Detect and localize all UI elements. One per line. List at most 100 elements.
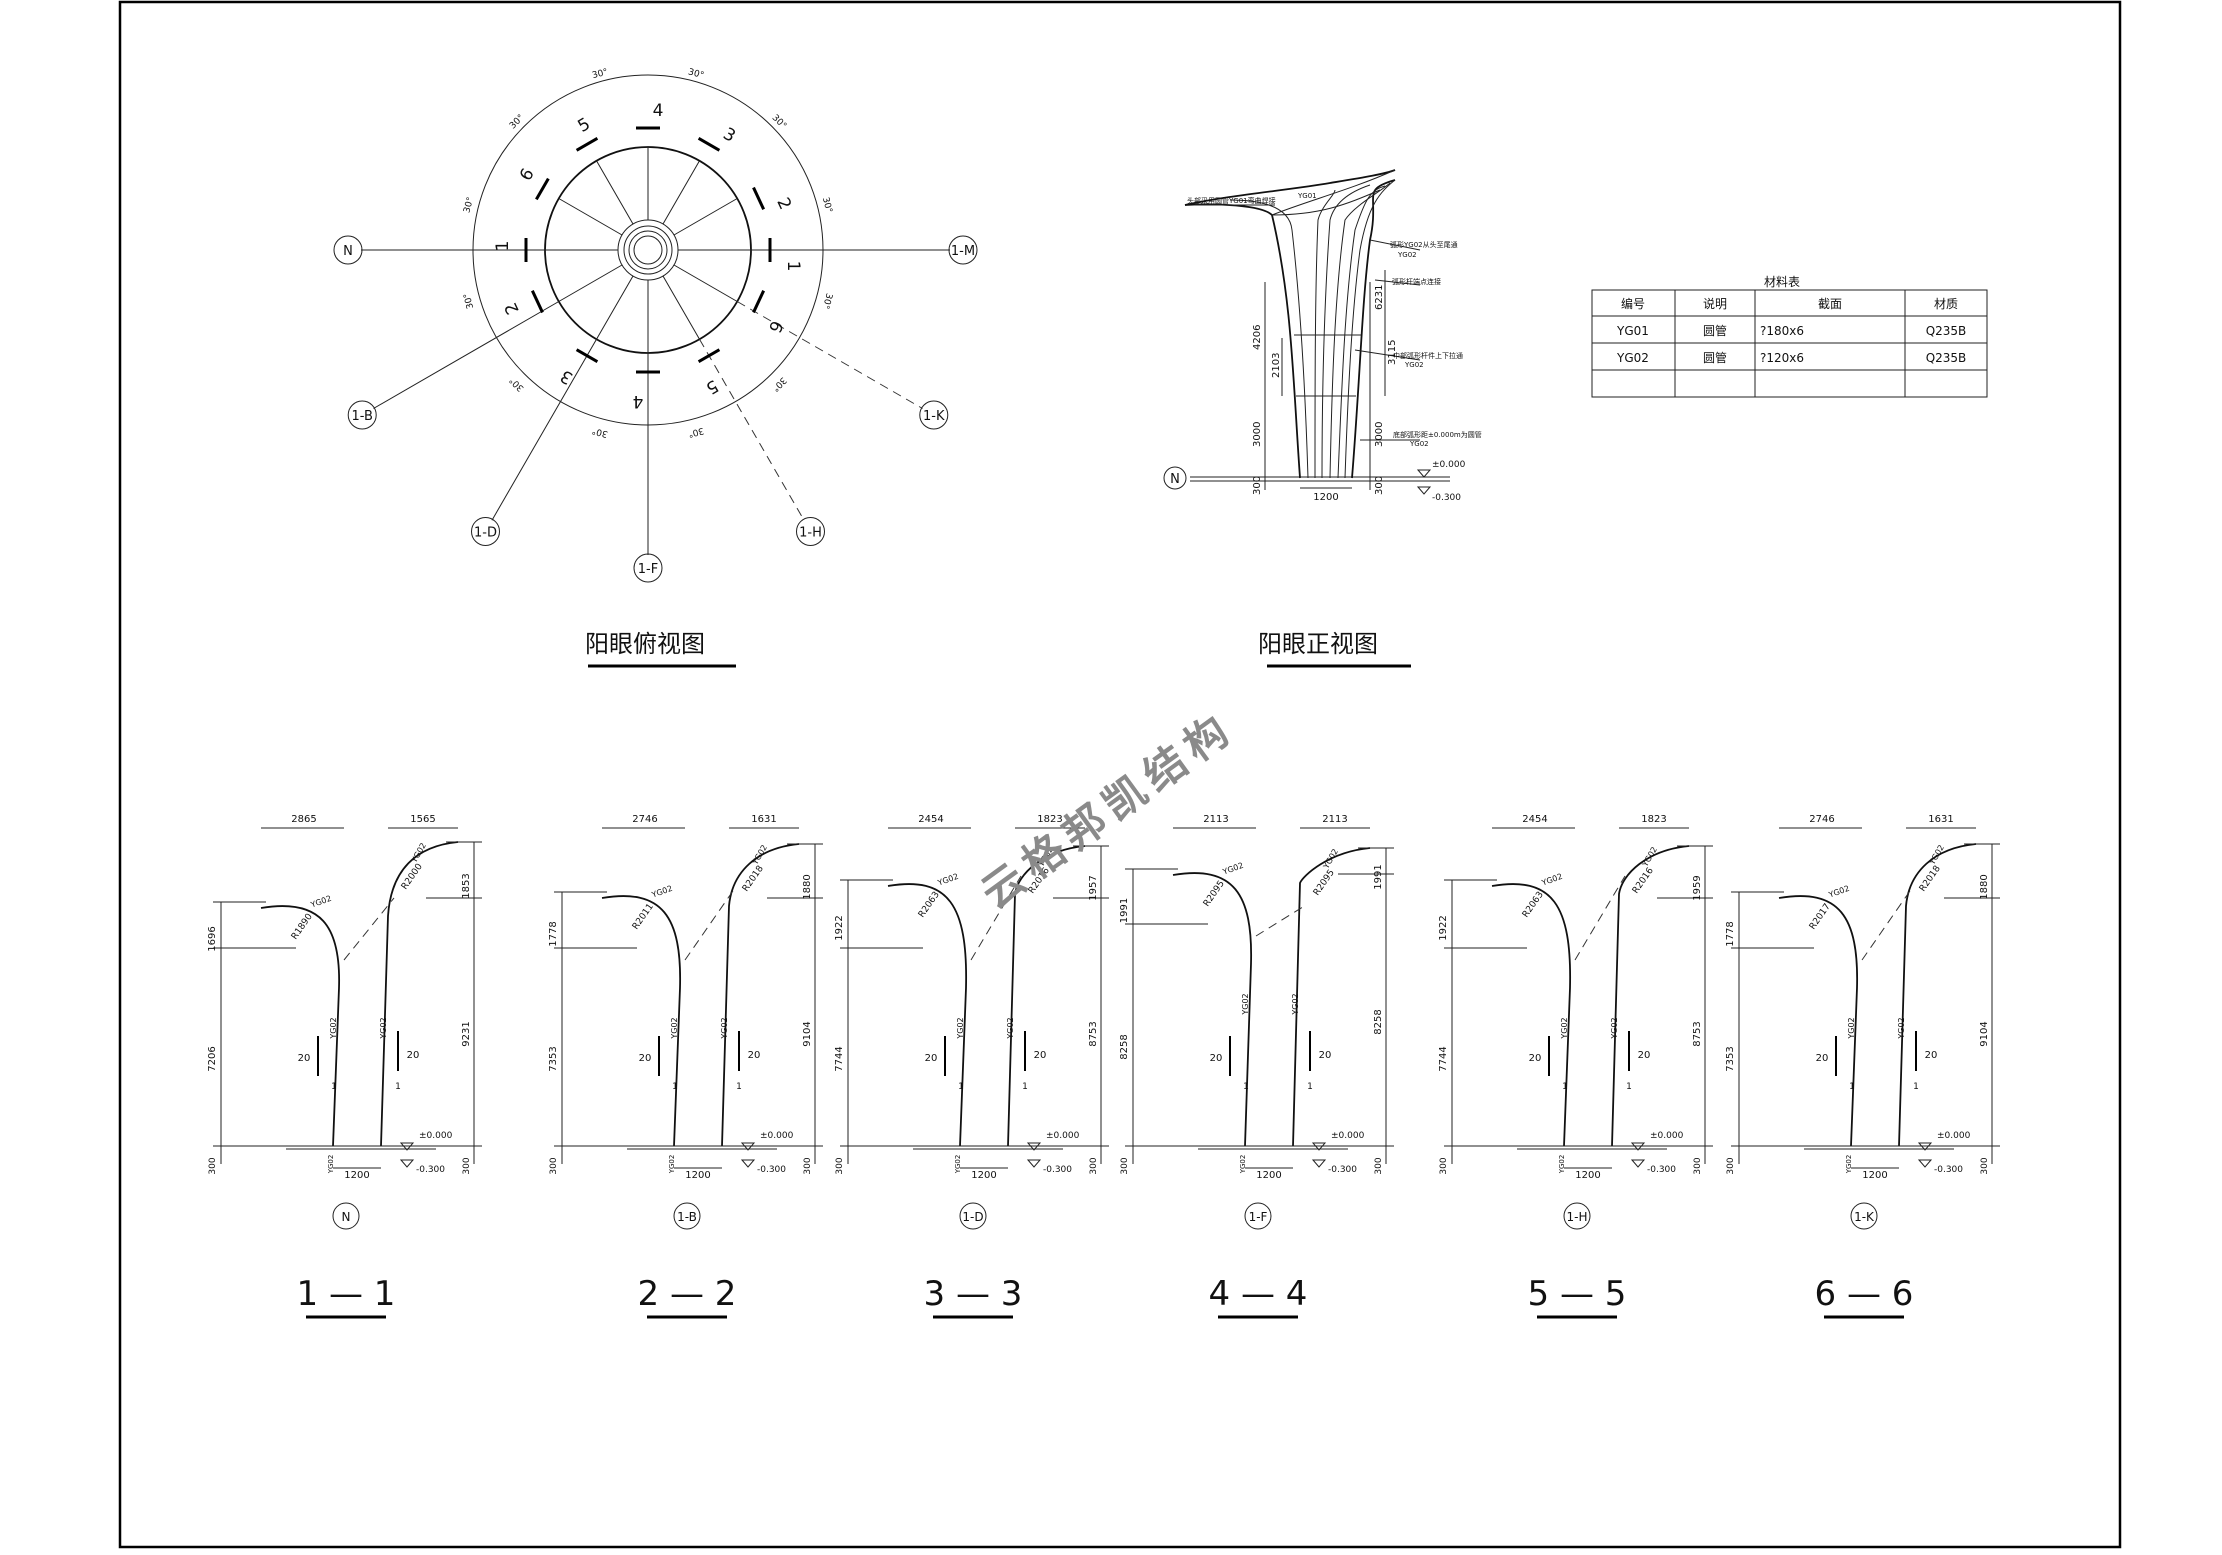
dim-top-right: 2113 (1322, 814, 1347, 825)
dim-base: 1200 (1575, 1170, 1600, 1181)
left-stem (260, 905, 340, 1147)
slope-one-left: 1 (1562, 1082, 1568, 1092)
dim-left-height: 7353 (1725, 1046, 1736, 1071)
section-mark: 1 (493, 241, 513, 252)
slope-one-left: 1 (672, 1082, 678, 1092)
section-mark: 2 (772, 195, 795, 213)
slope-one-right: 1 (1307, 1082, 1313, 1092)
radius-left: R1890 (290, 912, 315, 942)
dim-right-base: 300 (1693, 1157, 1703, 1174)
slope-one-right: 1 (1913, 1082, 1919, 1092)
angle-label: 30° (770, 113, 788, 131)
dim-left-height: 7353 (548, 1046, 559, 1071)
slope-left: 20 (1210, 1053, 1223, 1064)
slope-right: 20 (1638, 1050, 1651, 1061)
axis-label-n: N (343, 244, 353, 259)
dim-right-height: 9104 (1979, 1021, 1990, 1046)
right-stem (1292, 847, 1371, 1147)
radius-left: R2063 (917, 890, 942, 920)
axis-bubble: 1-M (948, 235, 978, 265)
dim-left-3: 300 (1252, 476, 1263, 495)
dim-base: 1200 (1862, 1170, 1887, 1181)
dim-right-base: 300 (462, 1157, 472, 1174)
pipe-label-top-right: YG02 (1640, 845, 1659, 869)
note-arc-through: 弧形YG02从头至尾通 (1390, 240, 1458, 249)
dim-left-height: 7744 (1438, 1046, 1449, 1071)
pipe-label-top-right: YG02 (1927, 843, 1946, 867)
level-zero: ±0.000 (1046, 1131, 1080, 1141)
plan-view-title: 阳眼俯视图 (585, 630, 705, 658)
td-r1c1: 圆管 (1703, 350, 1727, 365)
td-r1c3: Q235B (1926, 351, 1967, 365)
dim-right-base: 300 (1089, 1157, 1099, 1174)
pipe-label-top-right: YG02 (409, 841, 428, 865)
left-stem (1778, 895, 1858, 1147)
level-zero: ±0.000 (1650, 1131, 1684, 1141)
dim-left-base: 300 (1726, 1157, 1736, 1174)
angle-label: 30° (508, 113, 526, 131)
slope-one-left: 1 (1243, 1082, 1249, 1092)
pipe-label-left: YG02 (670, 1017, 679, 1039)
section-title: 5 — 5 (1528, 1274, 1627, 1314)
section-title: 1 — 1 (297, 1274, 396, 1314)
section-mark: 5 (574, 114, 593, 137)
left-stem (1491, 883, 1571, 1147)
section-mark: 6 (764, 317, 787, 335)
dim-right-height: 8258 (1373, 1009, 1384, 1034)
radius-right: R2095 (1312, 868, 1337, 898)
elevation-dims: 4206 2103 3000 300 6231 3115 3000 300 12… (1252, 285, 1466, 503)
section-axis-label: 1-K (1854, 1210, 1875, 1224)
section-mark: 6 (516, 165, 539, 184)
dim-right-2: 3000 (1374, 422, 1385, 447)
angle-label: 30° (591, 425, 609, 439)
dim-top-right: 1631 (1928, 814, 1953, 825)
pipe-label-right: YG02 (1006, 1017, 1015, 1039)
pipe-label-base: YG02 (1558, 1155, 1566, 1175)
radius-right: R2016 (1631, 866, 1656, 896)
dim-left-top: 1922 (1438, 915, 1449, 940)
section-axis-label: 1-D (962, 1210, 983, 1224)
angle-label: 30° (462, 196, 476, 214)
section-axis-label: N (342, 1210, 351, 1224)
axis-label-b: 1-B (352, 409, 373, 424)
slope-right: 20 (1319, 1050, 1332, 1061)
pipe-label-top-left: YG02 (309, 894, 333, 910)
dim-base: 1200 (1256, 1170, 1281, 1181)
dim-top-left: 2454 (918, 814, 943, 825)
angle-label: 30° (687, 67, 705, 81)
pipe-label-base: YG02 (1239, 1155, 1247, 1175)
section-title: 3 — 3 (924, 1274, 1023, 1314)
note-head: 头部采用圆管YG01弯曲焊接 (1187, 196, 1276, 205)
slope-one-right: 1 (736, 1082, 742, 1092)
dim-left-top: 1696 (207, 926, 218, 951)
section-mark: 4 (653, 101, 664, 121)
dim-left-base: 300 (1439, 1157, 1449, 1174)
td-r0c3: Q235B (1926, 324, 1967, 338)
pipe-label-top-left: YG02 (650, 884, 674, 900)
dim-base: 1200 (971, 1170, 996, 1181)
axis-label-k: 1-K (923, 409, 945, 424)
section-mark: 1 (783, 261, 803, 272)
pipe-label-right: YG02 (1897, 1017, 1906, 1039)
elevation-axis-label: N (1170, 472, 1180, 487)
dim-right-top: 1853 (461, 873, 472, 898)
dim-left-height: 7206 (207, 1046, 218, 1071)
slope-left: 20 (639, 1053, 652, 1064)
pipe-label-right: YG02 (720, 1017, 729, 1039)
radius-left: R2095 (1202, 879, 1227, 909)
radius-left: R2017 (1808, 902, 1833, 932)
slope-left: 20 (925, 1053, 938, 1064)
note-yg02-a: YG02 (1397, 251, 1417, 259)
radius-left: R2063 (1521, 890, 1546, 920)
left-stem (601, 895, 681, 1147)
level-zero: ±0.000 (419, 1131, 453, 1141)
sheet-border (118, 0, 2122, 1549)
axis-bubble: N (333, 235, 363, 265)
axis-bubble: 1-F (633, 553, 663, 583)
dim-right-3: 300 (1374, 476, 1385, 495)
material-table: 材料表 编号 说明 截面 材质 YG01 圆管 ?180x6 Q235B YG0… (1591, 275, 1988, 398)
dim-top-right: 1823 (1037, 814, 1062, 825)
dim-top-left: 2746 (632, 814, 657, 825)
dim-right-top: 1880 (802, 874, 813, 899)
